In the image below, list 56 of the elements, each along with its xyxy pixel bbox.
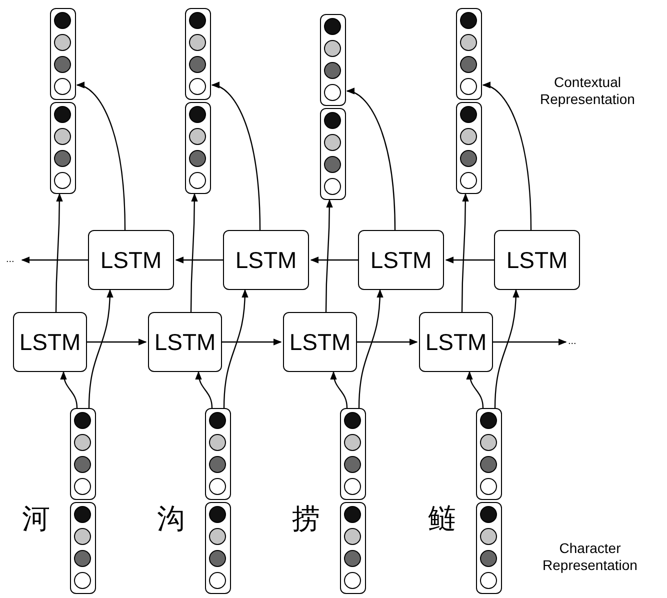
- vector-column: [70, 502, 96, 594]
- arrow: [330, 371, 348, 408]
- lstm-box: LSTM: [148, 312, 222, 372]
- vector-column: [50, 8, 76, 100]
- vector-column: [476, 502, 502, 594]
- arrow: [211, 82, 261, 230]
- vector-column: [185, 8, 211, 100]
- vector-column: [185, 102, 211, 194]
- caption-text: Contextual Representation: [539, 74, 636, 108]
- vector-column: [320, 108, 346, 200]
- arrow: [325, 199, 333, 312]
- arrow: [190, 193, 198, 312]
- ellipsis-text: ...: [568, 336, 576, 348]
- vector-column: [205, 502, 231, 594]
- character-glyph: 河: [22, 503, 50, 535]
- lstm-box: LSTM: [358, 230, 444, 290]
- vector-column: [476, 408, 502, 500]
- arrow: [493, 338, 567, 346]
- arrow: [76, 82, 126, 230]
- vector-column: [340, 408, 366, 500]
- arrow: [358, 289, 384, 408]
- lstm-box: LSTM: [88, 230, 174, 290]
- arrow: [88, 289, 114, 408]
- arrow: [55, 193, 63, 312]
- arrow: [494, 289, 520, 408]
- arrow: [445, 256, 494, 264]
- vector-column: [320, 14, 346, 106]
- character-glyph: 沟: [157, 503, 185, 535]
- arrow: [223, 289, 248, 408]
- vector-column: [456, 8, 482, 100]
- caption-text: Character Representation: [542, 540, 638, 574]
- character-glyph: 捞: [292, 503, 320, 535]
- arrow: [21, 256, 88, 264]
- arrow: [357, 338, 418, 346]
- arrow: [60, 371, 78, 408]
- vector-column: [205, 408, 231, 500]
- vector-column: [70, 408, 96, 500]
- lstm-box: LSTM: [223, 230, 309, 290]
- ellipsis-text: ...: [6, 254, 14, 266]
- vector-column: [50, 102, 76, 194]
- arrow: [346, 88, 396, 230]
- arrow: [310, 256, 358, 264]
- lstm-box: LSTM: [13, 312, 87, 372]
- lstm-box: LSTM: [283, 312, 357, 372]
- arrow: [87, 338, 147, 346]
- arrow: [222, 338, 282, 346]
- arrow: [196, 371, 213, 408]
- lstm-box: LSTM: [419, 312, 493, 372]
- arrow: [175, 256, 223, 264]
- character-glyph: 鲢: [428, 503, 456, 535]
- vector-column: [340, 502, 366, 594]
- vector-column: [456, 102, 482, 194]
- arrow: [461, 193, 469, 312]
- arrow: [482, 82, 532, 230]
- arrow: [466, 371, 484, 408]
- lstm-box: LSTM: [494, 230, 580, 290]
